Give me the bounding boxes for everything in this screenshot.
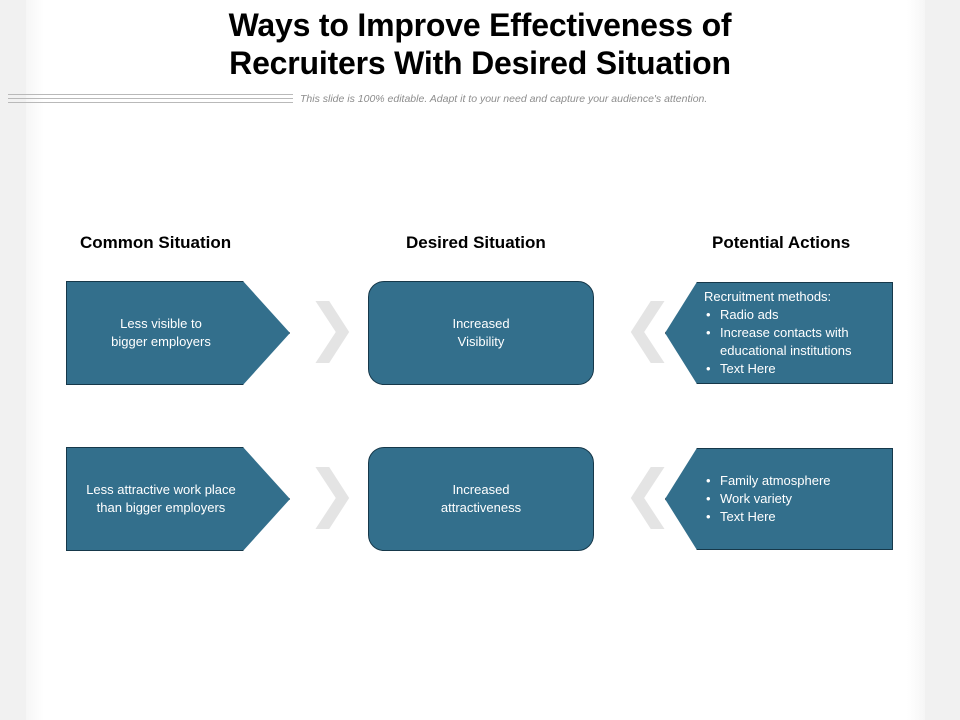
row-2-desired-situation-text: Increased attractiveness <box>441 481 521 517</box>
row-2-desired-situation-line-2: attractiveness <box>440 500 522 515</box>
row-1-desired-situation-line-1: Increased <box>452 316 510 331</box>
row-2-common-situation-line-2: than bigger employers <box>96 500 226 515</box>
column-heading-common-situation: Common Situation <box>80 233 232 252</box>
list-item: Text Here <box>704 360 882 378</box>
list-item: Radio ads <box>704 306 882 324</box>
slide-title-line-2: Recruiters With Desired Situation <box>229 45 731 81</box>
row-1-potential-actions-text: Recruitment methods: Radio ads Increase … <box>666 288 892 378</box>
list-item: Text Here <box>704 508 831 526</box>
slide-title-line-1: Ways to Improve Effectiveness of <box>228 7 732 43</box>
row-2-common-situation-line-1: Less attractive work place <box>86 482 236 497</box>
row-2-right-chevron-icon: ❯ <box>306 456 358 529</box>
title-rule-2 <box>8 98 293 99</box>
right-edge-fade <box>907 0 925 720</box>
title-rule-1 <box>8 94 293 95</box>
row-1-common-situation-line-1: Less visible to <box>120 316 202 331</box>
row-2-desired-situation-line-1: Increased <box>452 482 510 497</box>
row-1-potential-actions-block[interactable]: Recruitment methods: Radio ads Increase … <box>665 282 893 384</box>
row-2-common-situation-text: Less attractive work place than bigger e… <box>86 481 270 517</box>
row-1-desired-situation-box[interactable]: Increased Visibility <box>368 281 594 385</box>
slide-title: Ways to Improve Effectiveness of Recruit… <box>0 6 960 82</box>
title-rule-3 <box>8 102 293 103</box>
row-2-desired-situation-box[interactable]: Increased attractiveness <box>368 447 594 551</box>
row-1-common-situation-arrow[interactable]: Less visible to bigger employers <box>66 281 290 385</box>
list-item: Increase contacts with educational insti… <box>704 324 882 360</box>
list-item: Family atmosphere <box>704 472 831 490</box>
title-underline-rules <box>8 94 293 103</box>
list-item: Work variety <box>704 490 831 508</box>
right-edge-band <box>925 0 960 720</box>
row-1-potential-actions-bullet-list: Radio ads Increase contacts with educati… <box>704 306 882 378</box>
row-1-right-chevron-icon: ❯ <box>306 290 358 363</box>
left-edge-band <box>0 0 26 720</box>
row-1-desired-situation-text: Increased Visibility <box>452 315 509 351</box>
column-heading-potential-actions: Potential Actions <box>712 233 851 252</box>
row-2-common-situation-arrow[interactable]: Less attractive work place than bigger e… <box>66 447 290 551</box>
row-1-potential-actions-lead: Recruitment methods: <box>704 289 832 304</box>
row-2-potential-actions-bullet-list: Family atmosphere Work variety Text Here <box>704 472 831 526</box>
row-2-potential-actions-block[interactable]: Family atmosphere Work variety Text Here <box>665 448 893 550</box>
row-1-common-situation-text: Less visible to bigger employers <box>111 315 245 351</box>
column-heading-desired-situation: Desired Situation <box>406 233 546 252</box>
row-2-potential-actions-text: Family atmosphere Work variety Text Here <box>666 472 841 526</box>
slide-subtitle: This slide is 100% editable. Adapt it to… <box>300 93 708 105</box>
row-1-left-chevron-icon: ❮ <box>622 290 674 363</box>
row-1-desired-situation-line-2: Visibility <box>457 334 505 349</box>
row-1-common-situation-line-2: bigger employers <box>111 334 211 349</box>
left-edge-fade <box>26 0 44 720</box>
row-2-left-chevron-icon: ❮ <box>622 456 674 529</box>
